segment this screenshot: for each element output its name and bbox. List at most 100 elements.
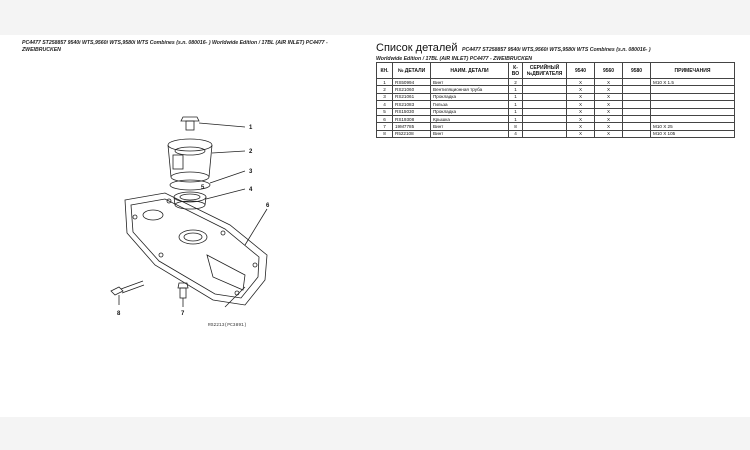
callout-6: 6 [266, 203, 270, 209]
header-quantity: К-ВО [508, 62, 523, 79]
callout-8-left: 8 [117, 311, 121, 317]
cell-9580 [622, 85, 651, 94]
cell-9580 [622, 114, 651, 124]
cell-engine-serial [522, 122, 567, 131]
header-key: КН. [376, 62, 393, 79]
cell-engine-serial [522, 92, 567, 102]
cell-part-number[interactable]: RS21061 [392, 92, 431, 102]
cell-part-name: Гильза [430, 100, 509, 109]
cell-part-number[interactable]: R522108 [392, 129, 431, 139]
vent-tube-top [167, 138, 213, 152]
parts-list-caption-line2: Worldwide Edition / 17BL (AIR INLET) PC4… [376, 56, 533, 62]
header-part-name: НАИМ. ДЕТАЛИ [430, 62, 509, 79]
cell-quantity: 4 [508, 129, 523, 139]
cell-9580 [622, 107, 651, 116]
cell-part-name: Винт [430, 122, 509, 131]
cell-engine-serial [522, 129, 567, 139]
cell-engine-serial [522, 100, 567, 109]
cell-9540: X [566, 77, 595, 87]
cell-notes [650, 100, 735, 109]
cell-9540: X [566, 107, 595, 116]
cell-engine-serial [522, 107, 567, 116]
cell-key: 8 [376, 129, 393, 139]
cell-part-number[interactable]: RS21060 [392, 85, 431, 94]
cell-part-name: Прокладка [430, 107, 509, 116]
cell-9560: X [594, 107, 623, 116]
screw-head-8 [110, 286, 124, 296]
cell-9580 [622, 122, 651, 131]
cell-key: 5 [376, 107, 393, 116]
cell-9580 [622, 92, 651, 102]
header-9560: 9560 [594, 62, 623, 79]
cell-quantity: 1 [508, 85, 523, 94]
vent-tube-body [167, 144, 213, 178]
cell-key: 3 [376, 92, 393, 102]
header-engine-serial: СЕРИЙНЫЙ №ДВИГАТЕЛЯ [522, 62, 567, 79]
cell-quantity: 1 [508, 100, 523, 109]
cell-key: 6 [376, 114, 393, 124]
header-9580: 9580 [622, 62, 651, 79]
cell-9580 [622, 77, 651, 87]
cell-9540: X [566, 129, 595, 139]
leader-2 [211, 150, 246, 154]
cell-part-name: Винт [430, 129, 509, 139]
vent-tube-bottom [170, 171, 210, 183]
cell-9560: X [594, 77, 623, 87]
cell-part-number[interactable]: RS19308 [392, 114, 431, 124]
cell-part-number[interactable]: RS50994 [392, 77, 431, 87]
callout-7: 7 [181, 311, 185, 317]
leader-1 [198, 122, 246, 128]
cell-9560: X [594, 92, 623, 102]
cell-notes [650, 114, 735, 124]
parts-table: КН. № ДЕТАЛИ НАИМ. ДЕТАЛИ К-ВО СЕРИЙНЫЙ … [376, 62, 735, 139]
cell-notes: M10 X 1.5 [650, 77, 735, 87]
cell-9580 [622, 129, 651, 139]
cell-9560: X [594, 114, 623, 124]
figure-code: RS2213(PC3891) [208, 323, 247, 328]
cell-engine-serial [522, 77, 567, 87]
cell-quantity: 1 [508, 114, 523, 124]
callout-1: 1 [249, 125, 253, 131]
cell-part-number[interactable]: RS15030 [392, 107, 431, 116]
cell-9560: X [594, 100, 623, 109]
cell-key: 7 [376, 122, 393, 131]
cell-key: 2 [376, 85, 393, 94]
cell-part-number[interactable]: RS21083 [392, 100, 431, 109]
header-part-number: № ДЕТАЛИ [392, 62, 431, 79]
cell-quantity: 1 [508, 107, 523, 116]
cell-part-name: Прокладка [430, 92, 509, 102]
cell-notes: M10 X 25 [650, 122, 735, 131]
cell-quantity: 8 [508, 122, 523, 131]
cell-quantity: 2 [508, 77, 523, 87]
header-9540: 9540 [566, 62, 595, 79]
parts-list-caption-line1: PC4477 ST258857 9540i WTS,9560i WTS,9580… [462, 47, 651, 53]
sleeve-4 [173, 191, 207, 203]
screw-shank-1 [185, 120, 195, 131]
cell-engine-serial [522, 85, 567, 94]
exploded-diagram: 1 2 3 4 6 7 8 5 [95, 105, 295, 340]
cover-6 [124, 192, 268, 306]
callout-2: 2 [249, 149, 253, 155]
gasket-3 [169, 179, 211, 191]
diagram-caption: PC4477 ST258857 9540i WTS,9560i WTS,9580… [22, 40, 328, 53]
cell-part-number[interactable]: 19M7785 [392, 122, 431, 131]
cell-9540: X [566, 100, 595, 109]
cell-9560: X [594, 129, 623, 139]
callout-3: 3 [249, 169, 253, 175]
leader-3 [209, 170, 246, 184]
table-header-row: КН. № ДЕТАЛИ НАИМ. ДЕТАЛИ К-ВО СЕРИЙНЫЙ … [376, 62, 735, 79]
screw-head-7 [177, 282, 189, 289]
cell-9540: X [566, 92, 595, 102]
cell-notes [650, 107, 735, 116]
screw-shank-7 [179, 287, 187, 299]
